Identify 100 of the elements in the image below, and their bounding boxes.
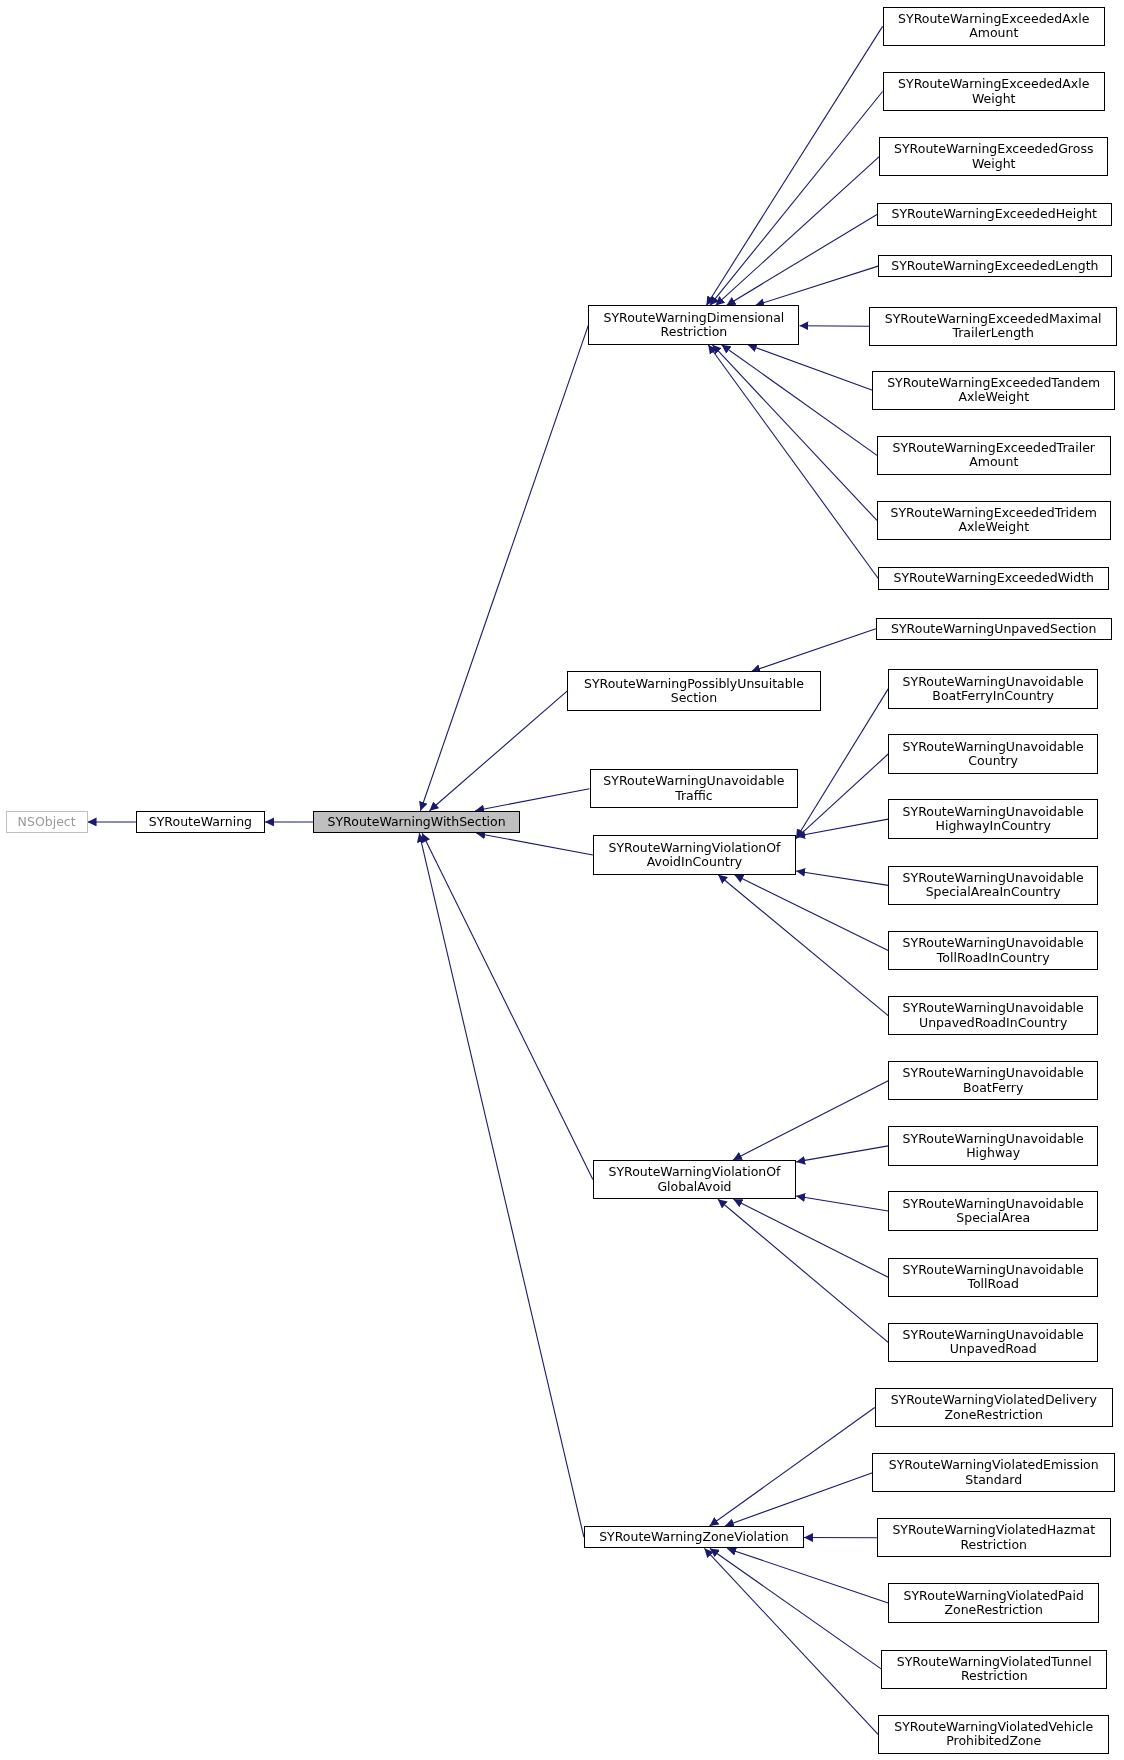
inheritance-arrow xyxy=(795,688,889,839)
inheritance-arrow xyxy=(711,344,878,521)
class-box xyxy=(567,671,821,711)
class-box xyxy=(888,1126,1099,1166)
class-name: SYRouteWarningViolatedDelivery ZoneRestriction xyxy=(889,1393,1098,1422)
inheritance-arrow xyxy=(803,1533,878,1543)
class-box xyxy=(872,1453,1115,1493)
class-box xyxy=(888,1583,1100,1623)
class-name: SYRouteWarningUnpavedSection xyxy=(891,621,1097,636)
class-name: SYRouteWarningUnavoidable HighwayInCountry xyxy=(901,804,1085,834)
class-name: SYRouteWarningUnavoidable BoatFerryInCountry xyxy=(901,674,1085,704)
class-name: SYRouteWarningUnavoidable UnpavedRoadInCountry xyxy=(901,1001,1085,1030)
class-box xyxy=(869,306,1118,346)
class-name: SYRouteWarning xyxy=(148,814,253,830)
inheritance-arrow xyxy=(709,1407,876,1527)
inheritance-arrow xyxy=(725,213,878,306)
class-box xyxy=(882,6,1105,47)
class-name: SYRouteWarningWithSection xyxy=(327,814,506,830)
class-name: SYRouteWarningExceededTridem AxleWeight xyxy=(889,506,1098,535)
inheritance-arrow xyxy=(795,867,889,886)
class-box xyxy=(876,435,1111,475)
class-box xyxy=(592,1159,797,1200)
class-name: SYRouteWarningDimensional Restriction xyxy=(602,310,786,340)
class-box xyxy=(881,1649,1108,1689)
class-name: SYRouteWarningUnavoidable SpecialAreaInCountry xyxy=(901,871,1085,900)
inheritance-arrow xyxy=(416,832,585,1538)
class-box xyxy=(888,1257,1099,1297)
class-name: SYRouteWarningUnavoidable UnpavedRoad xyxy=(901,1328,1085,1357)
inheritance-arrow xyxy=(428,690,568,812)
class-name: SYRouteWarningExceededTrailer Amount xyxy=(891,440,1096,470)
class-box xyxy=(313,810,520,834)
class-box xyxy=(888,734,1099,774)
inheritance-arrow xyxy=(703,1547,879,1735)
class-name: SYRouteWarningExceededAxle Weight xyxy=(897,77,1091,106)
inheritance-arrow xyxy=(264,817,314,827)
class-name: SYRouteWarningViolatedHazmat Restriction xyxy=(891,1523,1097,1553)
inheritance-arrow xyxy=(754,265,879,307)
class-name: SYRouteWarningViolatedVehicle ProhibitedZone xyxy=(893,1719,1095,1749)
inheritance-arrow xyxy=(715,156,880,306)
class-name: SYRouteWarningExceededMaximal TrailerLength xyxy=(883,311,1103,341)
inheritance-arrow xyxy=(419,324,589,812)
class-name: SYRouteWarningUnavoidable TollRoad xyxy=(901,1262,1085,1292)
inheritance-arrow xyxy=(421,832,594,1181)
class-box xyxy=(888,1322,1099,1363)
class-box xyxy=(876,500,1111,541)
class-box xyxy=(888,865,1099,906)
class-name: SYRouteWarningViolatedEmission Standard xyxy=(887,1458,1100,1487)
class-box xyxy=(589,769,799,809)
inheritance-arrow xyxy=(732,1198,889,1278)
inheritance-arrow xyxy=(795,1145,889,1165)
class-box xyxy=(874,1387,1113,1428)
class-box xyxy=(879,137,1109,177)
class-name: SYRouteWarningUnavoidable Highway xyxy=(901,1131,1085,1161)
inheritance-arrow xyxy=(747,343,874,391)
class-box xyxy=(875,617,1112,641)
class-box xyxy=(888,799,1099,839)
inheritance-arrow xyxy=(717,874,889,1017)
inheritance-arrow xyxy=(709,1547,882,1670)
class-name: SYRouteWarningUnavoidable SpecialArea xyxy=(901,1196,1085,1226)
class-box xyxy=(888,996,1099,1036)
class-box xyxy=(888,1061,1099,1101)
class-name: SYRouteWarningExceededTandem AxleWeight xyxy=(886,375,1102,405)
class-name: SYRouteWarningExceededLength xyxy=(891,258,1099,274)
inheritance-arrow xyxy=(87,817,137,827)
class-name: SYRouteWarningViolatedPaid ZoneRestriction xyxy=(902,1588,1085,1618)
inheritance-arrow xyxy=(709,90,884,306)
inheritance-arrow xyxy=(717,1198,889,1343)
class-name: SYRouteWarningExceededWidth xyxy=(893,571,1094,586)
class-name: SYRouteWarningUnavoidable BoatFerry xyxy=(901,1066,1085,1096)
class-box xyxy=(588,305,800,345)
class-box xyxy=(878,1714,1110,1754)
class-box xyxy=(5,810,88,834)
class-box xyxy=(583,1526,804,1549)
class-box xyxy=(882,71,1105,112)
class-name: NSObject xyxy=(17,814,76,830)
class-name: SYRouteWarningViolatedTunnel Restriction xyxy=(895,1654,1093,1684)
class-name: SYRouteWarningExceededGross Weight xyxy=(893,142,1095,171)
class-name: SYRouteWarningPossiblyUnsuitable Section xyxy=(582,676,805,706)
inheritance-arrow xyxy=(795,753,889,839)
class-box xyxy=(876,1518,1111,1558)
class-name: SYRouteWarningZoneViolation xyxy=(599,1530,789,1545)
inheritance-arrow xyxy=(795,1193,889,1212)
class-name: SYRouteWarningViolationOf AvoidInCountry xyxy=(607,840,782,870)
class-box xyxy=(592,835,797,875)
class-box xyxy=(888,1191,1099,1231)
class-name: SYRouteWarningExceededAxle Amount xyxy=(897,12,1091,41)
class-box xyxy=(872,370,1115,410)
inheritance-arrow xyxy=(724,1472,874,1528)
inheritance-arrow xyxy=(732,1080,889,1161)
class-box xyxy=(888,930,1099,971)
inheritance-arrow xyxy=(798,321,870,331)
class-name: SYRouteWarningViolationOf GlobalAvoid xyxy=(607,1165,782,1194)
class-box xyxy=(878,254,1112,278)
class-name: SYRouteWarningUnavoidable Traffic xyxy=(602,774,786,804)
class-box xyxy=(888,669,1099,709)
inheritance-arrow xyxy=(705,25,884,306)
class-name: SYRouteWarningUnavoidable Country xyxy=(901,739,1085,769)
inheritance-arrow xyxy=(726,1547,889,1604)
inheritance-arrow xyxy=(733,874,889,952)
inheritance-arrow xyxy=(750,628,877,673)
